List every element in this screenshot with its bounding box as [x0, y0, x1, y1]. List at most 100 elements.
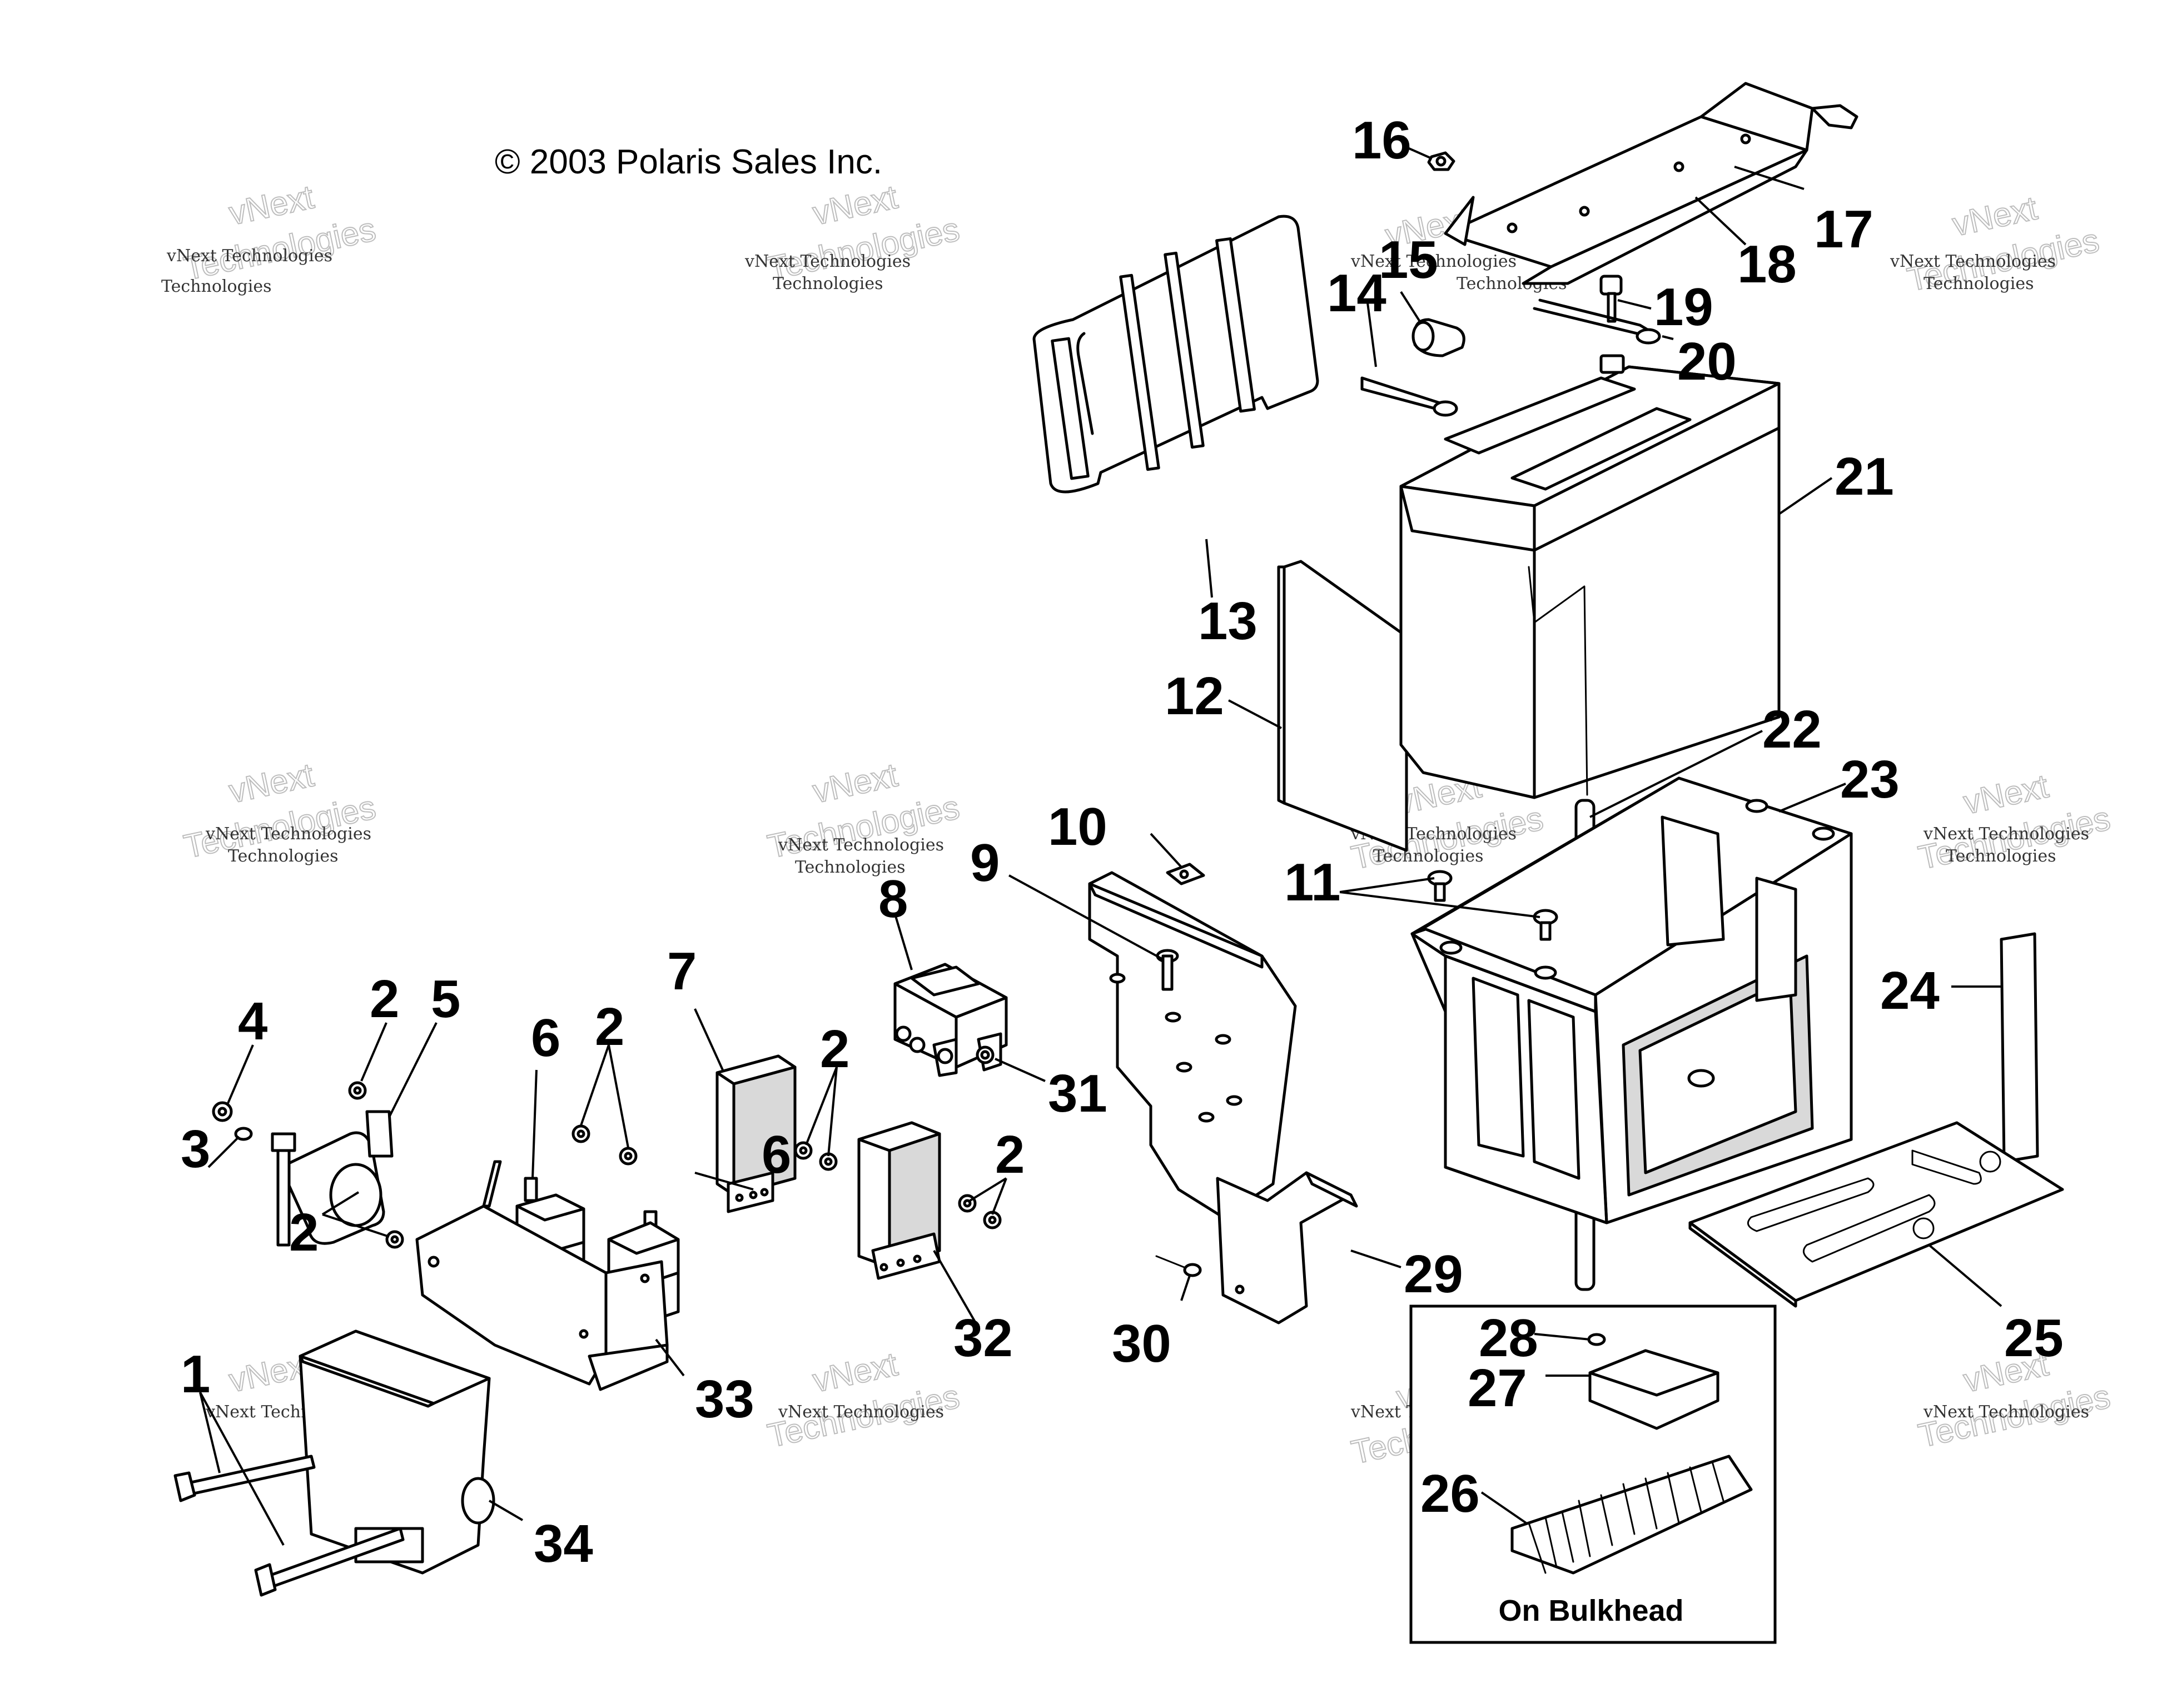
watermark: vNext Technologies — [180, 177, 380, 288]
watermark-text: vNext Technologies — [778, 1402, 944, 1422]
callout-12: 12 — [1165, 666, 1224, 726]
callout-16: 16 — [1352, 111, 1411, 170]
bracket-29 — [1216, 1171, 1358, 1324]
callout-19: 19 — [1654, 277, 1713, 337]
battery-hold-down-bracket — [1444, 82, 1858, 285]
watermark-text: Technologies — [795, 858, 906, 877]
callout-2e: 2 — [289, 1203, 319, 1262]
callout-15: 15 — [1379, 230, 1438, 290]
screw-11 — [1427, 870, 1558, 941]
nut-31 — [976, 1045, 995, 1064]
watermark-text: vNext Technologies — [778, 835, 944, 855]
callout-34: 34 — [534, 1514, 593, 1573]
watermark-text: vNext Technologies — [1350, 252, 1517, 271]
callout-26: 26 — [1420, 1464, 1480, 1523]
callout-30: 30 — [1112, 1314, 1171, 1373]
watermark-text: vNext Technologies — [166, 246, 332, 266]
screw-28 — [1587, 1333, 1606, 1346]
callout-8: 8 — [878, 869, 908, 929]
battery-pad-12 — [1277, 560, 1408, 852]
callout-5: 5 — [431, 969, 460, 1029]
watermark-text: Technologies — [1946, 846, 2056, 866]
battery-21 — [1399, 354, 1781, 799]
callout-21: 21 — [1835, 447, 1894, 506]
washer-3 — [234, 1127, 253, 1141]
pad-24 — [2000, 932, 2039, 1163]
callout-6a: 6 — [531, 1008, 560, 1068]
watermark-text: Technologies — [161, 277, 272, 296]
battery-cable-20 — [1533, 298, 1661, 345]
callout-7: 7 — [667, 942, 697, 1001]
watermark-vnext: vNext — [809, 756, 901, 810]
screw-30 — [1155, 1255, 1202, 1277]
terminal-boot-15 — [1411, 318, 1465, 357]
callout-31: 31 — [1048, 1064, 1107, 1123]
callout-2b: 2 — [595, 997, 624, 1057]
nut-4 — [212, 1101, 233, 1122]
leader-lines — [199, 146, 2002, 1546]
callout-13: 13 — [1198, 591, 1258, 651]
relay-block-8 — [893, 963, 1008, 1077]
callout-6b: 6 — [762, 1125, 791, 1184]
watermark-text: vNext Technologies — [205, 824, 371, 844]
callout-2d: 2 — [995, 1125, 1025, 1184]
callout-29: 29 — [1404, 1244, 1463, 1304]
callout-33: 33 — [695, 1370, 754, 1429]
watermark-vnext: vNext — [226, 178, 317, 232]
callout-2a: 2 — [370, 969, 399, 1029]
callout-24: 24 — [1880, 961, 1940, 1020]
watermark-text: Technologies — [773, 274, 883, 293]
leader-line — [694, 1172, 754, 1191]
callout-9: 9 — [970, 833, 1000, 893]
watermark: vNext Technologies — [764, 1345, 963, 1455]
inset-box: On Bulkhead — [1409, 1304, 1777, 1644]
watermark-vnext: vNext — [809, 1345, 901, 1399]
watermark-text: vNext Technologies — [1890, 252, 2056, 271]
clip-10 — [1166, 863, 1205, 885]
callout-14: 14 — [1327, 263, 1386, 323]
callout-labels: 16 17 18 19 20 14 15 21 13 12 22 23 24 2… — [181, 111, 2064, 1573]
module-32 — [857, 1121, 941, 1280]
callout-4: 4 — [238, 992, 267, 1051]
watermark-vnext: vNext — [1960, 767, 2051, 821]
watermark-vnext: vNext — [226, 756, 317, 810]
callout-23: 23 — [1840, 750, 1900, 809]
battery-cable-14 — [1360, 376, 1458, 417]
cover-box-34 — [299, 1329, 495, 1575]
callout-3: 3 — [181, 1119, 210, 1179]
nut-16 — [1427, 151, 1455, 171]
callout-22: 22 — [1762, 700, 1822, 759]
watermark-vnext: vNext — [809, 178, 901, 232]
watermark-text: vNext Technologies — [1923, 1402, 2089, 1422]
heat-sink-26 — [1510, 1455, 1753, 1575]
watermark-vnext: vNext — [1949, 189, 2040, 243]
watermark-text: Technologies — [228, 846, 339, 866]
battery-shield-13 — [1032, 215, 1319, 494]
battery-box-23 — [1410, 776, 1853, 1224]
callout-25: 25 — [2004, 1308, 2064, 1368]
bolt-19 — [1599, 275, 1623, 323]
watermark-text: vNext Technologies — [744, 252, 911, 271]
callout-27: 27 — [1468, 1358, 1527, 1418]
callout-2c: 2 — [820, 1019, 849, 1079]
callout-18: 18 — [1737, 235, 1797, 294]
inset-label: On Bulkhead — [1498, 1594, 1683, 1627]
callout-1: 1 — [181, 1345, 210, 1404]
callout-11: 11 — [1284, 853, 1340, 912]
copyright-text: © 2003 Polaris Sales Inc. — [495, 143, 882, 181]
relay-bracket-33 — [415, 1160, 669, 1391]
watermark-text: Technologies — [1924, 274, 2034, 293]
callout-10: 10 — [1048, 797, 1107, 857]
module-7 — [715, 1054, 797, 1213]
solenoid-5 — [271, 1110, 394, 1247]
watermark-text: Technologies — [1373, 846, 1484, 866]
callout-32: 32 — [953, 1308, 1013, 1368]
battery-tray-25 — [1688, 1121, 2064, 1308]
watermark-text: vNext Technologies — [1923, 824, 2089, 844]
callout-17: 17 — [1814, 200, 1873, 259]
bolt-1 — [173, 1455, 405, 1597]
module-27 — [1588, 1349, 1719, 1430]
mounting-plate-9 — [1088, 871, 1297, 1219]
callout-20: 20 — [1677, 332, 1737, 391]
